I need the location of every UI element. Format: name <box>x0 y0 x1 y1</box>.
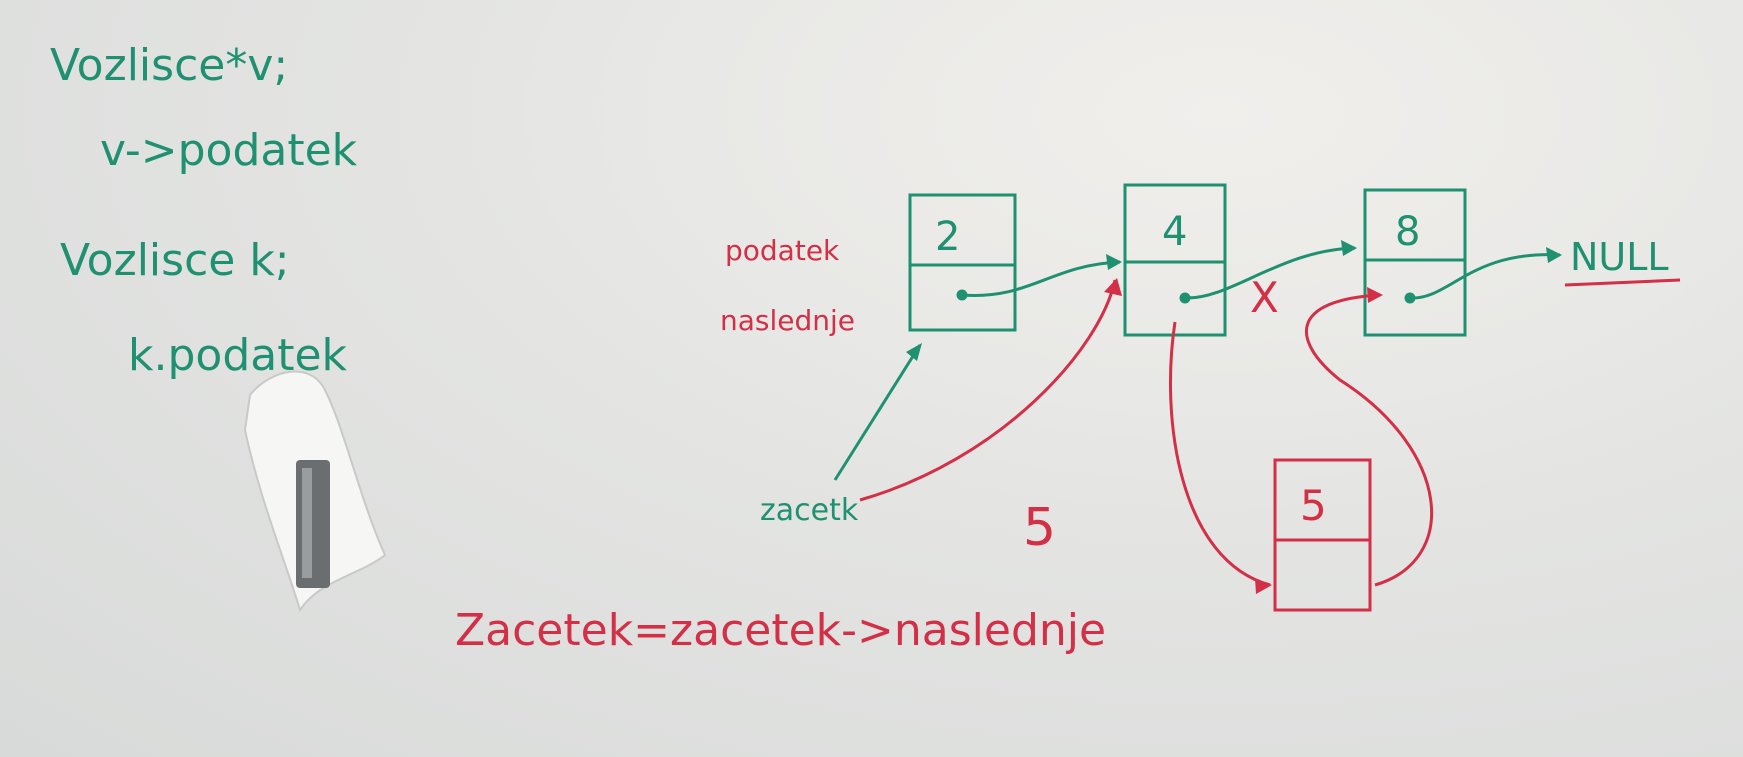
code-line-2: v->podatek <box>100 125 358 176</box>
code-line-4: k.podatek <box>128 330 348 381</box>
next-pointer-arrows <box>833 246 1561 481</box>
arrowheads-red <box>1104 278 1383 594</box>
code-line-1: Vozlisce*v; <box>50 40 288 91</box>
label-podatek: podatek <box>725 234 840 267</box>
null-underline <box>1564 278 1681 287</box>
arrowheads-green <box>906 240 1562 361</box>
node-value-2: 2 <box>935 214 960 260</box>
list-node-2 <box>908 193 1017 332</box>
code-line-3: Vozlisce k; <box>60 235 290 286</box>
eraser-object <box>243 370 387 613</box>
label-naslednje: naslednje <box>720 304 855 337</box>
cross-mark: X <box>1250 273 1279 322</box>
list-node-4 <box>1123 183 1227 337</box>
node-value-4: 4 <box>1162 209 1187 255</box>
red-pointer-arrows <box>859 279 1433 587</box>
statement-text: Zacetek=zacetek->naslednje <box>455 605 1106 656</box>
new-node-value-5: 5 <box>1300 481 1327 530</box>
new-list-node-5 <box>1273 458 1372 612</box>
null-label: NULL <box>1570 235 1669 279</box>
label-zacetek: zacetk <box>760 493 859 528</box>
loose-number-5: 5 <box>1023 498 1056 558</box>
node-value-8: 8 <box>1395 209 1420 255</box>
